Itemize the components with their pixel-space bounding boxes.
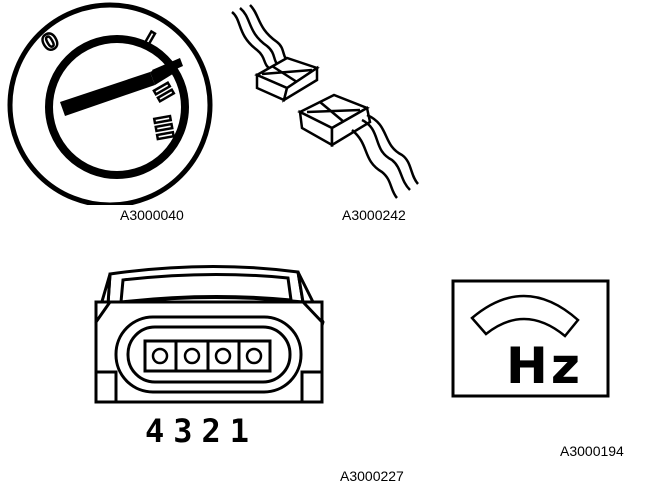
four-pin-plug-icon [94, 264, 325, 404]
caption-wire-connector: A3000242 [342, 207, 406, 223]
sensor-plug-figure [88, 262, 338, 422]
plug-pin-4 [151, 347, 169, 365]
pin-number-label: 4321 [145, 412, 259, 450]
hz-unit-label: Hz [506, 337, 583, 395]
frequency-meter-figure [450, 278, 612, 400]
plug-pin-1 [245, 347, 263, 365]
plug-pin-3 [183, 347, 201, 365]
ignition-switch-figure: 0 I II III [0, 0, 230, 205]
switch-position-3: III [148, 114, 177, 143]
connector-pair-icon [231, 4, 419, 199]
ignition-key-switch-icon: 0 I II III [7, 2, 213, 205]
plug-pin-2 [214, 347, 232, 365]
caption-sensor-plug: A3000227 [340, 468, 404, 484]
frequency-meter-icon [451, 279, 610, 398]
caption-frequency-meter: A3000194 [560, 443, 624, 459]
caption-ignition-switch: A3000040 [120, 207, 184, 223]
wire-connector-figure [222, 0, 422, 200]
